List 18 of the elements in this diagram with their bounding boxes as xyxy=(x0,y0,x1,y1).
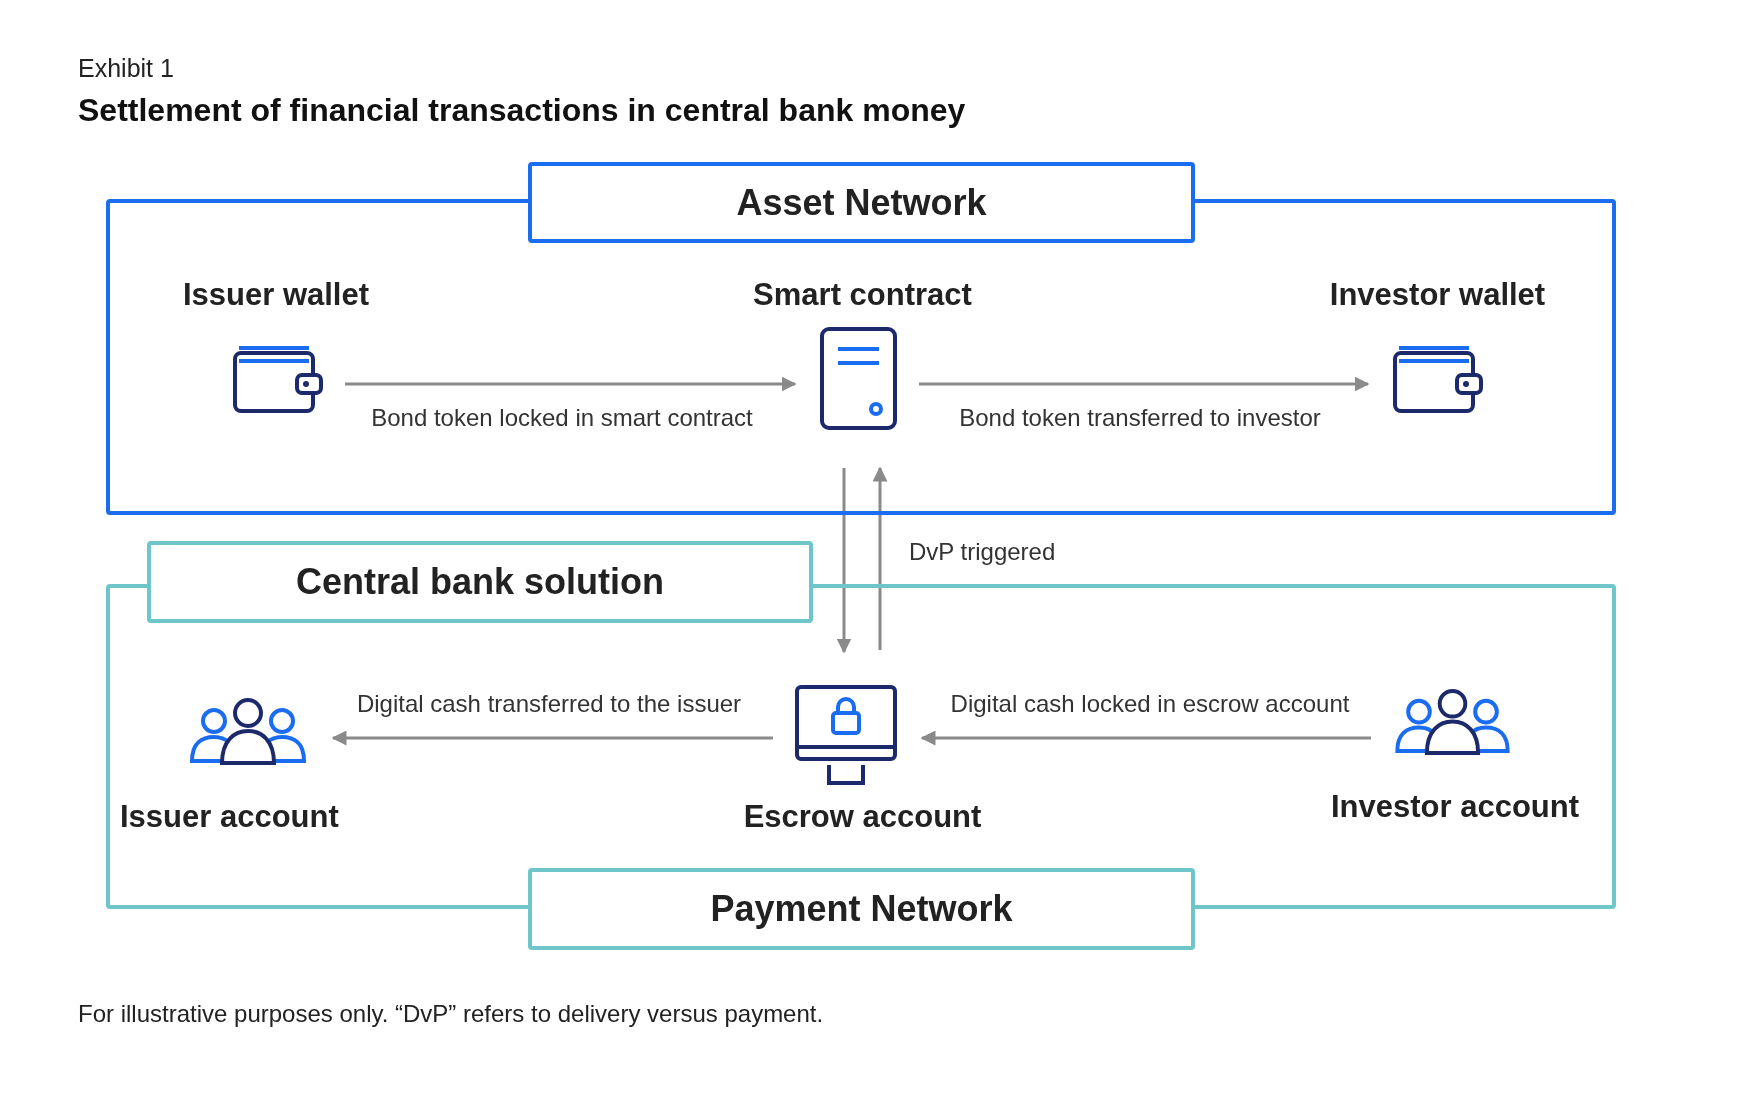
section-header: Payment Network xyxy=(528,868,1195,950)
arrow xyxy=(919,376,1370,392)
section-header: Central bank solution xyxy=(147,541,813,623)
diagram-title: Settlement of financial transactions in central bank money xyxy=(78,91,966,130)
arrow xyxy=(345,376,797,392)
node-label: Investor wallet xyxy=(1329,276,1546,314)
arrow xyxy=(872,466,888,650)
node-label: Issuer wallet xyxy=(182,276,370,314)
node-label: Issuer account xyxy=(120,797,339,836)
exhibit-label: Exhibit 1 xyxy=(78,53,174,84)
section-header: Asset Network xyxy=(528,162,1195,243)
node-label: Smart contract xyxy=(753,276,972,314)
caption: For illustrative purposes only. “DvP” refers to delivery versus payment. xyxy=(78,999,824,1029)
arrow xyxy=(836,468,852,654)
node-label: Escrow account xyxy=(743,797,982,836)
arrow xyxy=(920,730,1371,746)
node-label: Investor account xyxy=(1330,787,1580,826)
arrow xyxy=(331,730,773,746)
